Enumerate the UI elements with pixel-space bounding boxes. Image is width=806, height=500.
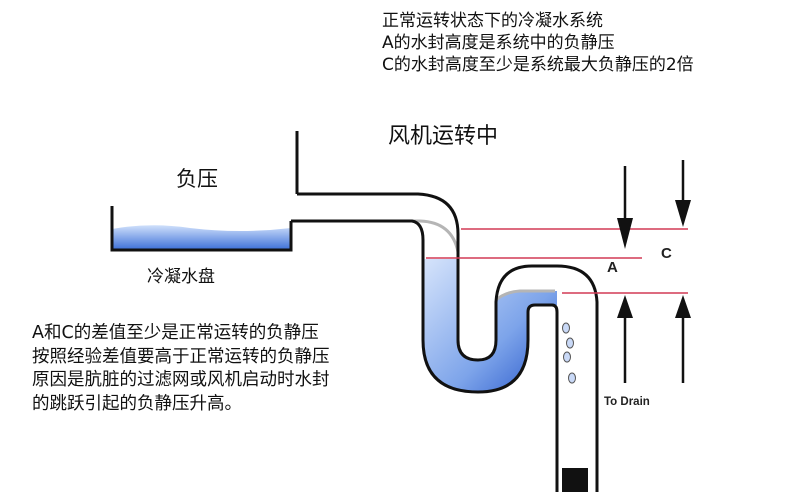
bubble	[562, 322, 570, 334]
pan-water	[112, 225, 291, 250]
negative-pressure-label: 负压	[176, 167, 218, 191]
bubble	[566, 337, 574, 349]
note-line: A和C的差值至少是正常运转的负静压	[32, 323, 319, 343]
arrow-up-icon	[675, 295, 691, 318]
note-line: 按照经验差值要高于正常运转的负静压	[32, 346, 330, 367]
arrow-up-icon	[617, 295, 633, 318]
note-line: 原因是肮脏的过滤网或风机启动时水封	[32, 370, 330, 390]
pipe-inner	[291, 219, 559, 492]
header-line: A的水封高度是系统中的负静压	[382, 33, 615, 53]
header-notes: 正常运转状态下的冷凝水系统 A的水封高度是系统中的负静压 C的水封高度至少是系统…	[382, 10, 694, 76]
label-a: A	[607, 259, 618, 276]
header-line: C的水封高度至少是系统最大负静压的2倍	[382, 55, 694, 75]
header-line: 正常运转状态下的冷凝水系统	[382, 11, 603, 31]
explanation-notes: A和C的差值至少是正常运转的负静压 按照经验差值要高于正常运转的负静压 原因是肮…	[32, 322, 330, 416]
drain-pan-outline	[110, 206, 293, 252]
drain-outlet-block	[562, 468, 588, 492]
pipe-outer	[297, 192, 599, 492]
fan-running-label: 风机运转中	[388, 124, 499, 149]
bubble	[568, 372, 576, 384]
arrow-down-icon	[675, 200, 691, 227]
pipe-inner-highlight	[292, 219, 460, 253]
arrow-down-icon	[617, 218, 633, 249]
label-c: C	[661, 245, 672, 262]
note-line: 的跳跃引起的负静压升高。	[32, 393, 242, 414]
bubble	[563, 351, 571, 363]
drain-pan-label: 冷凝水盘	[147, 267, 215, 287]
trap-water	[423, 259, 557, 392]
label-to-drain: To Drain	[604, 396, 650, 408]
